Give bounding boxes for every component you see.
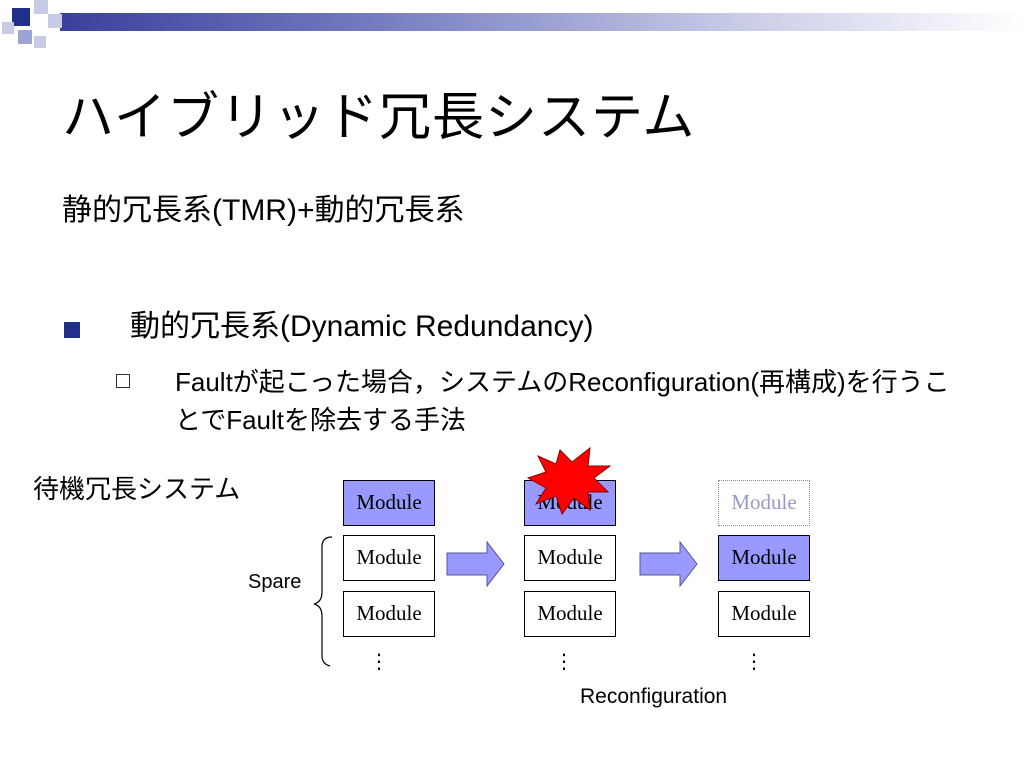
reconfig-arrow-1 — [446, 540, 505, 588]
sub-bullet-text: Faultが起こった場合，システムのReconfiguration(再構成)を行… — [175, 367, 950, 435]
standby-system-label: 待機冗長システム — [33, 474, 241, 504]
module-stage1-active: Module — [343, 480, 435, 526]
module-stage1-spare-1: Module — [343, 535, 435, 581]
header-square — [34, 36, 46, 48]
header-square — [12, 8, 30, 26]
module-stage2-spare-1: Module — [524, 535, 616, 581]
header-gradient-bar — [60, 13, 1024, 31]
spare-brace — [313, 536, 333, 667]
sub-bullet-box-icon — [116, 374, 130, 388]
header-square — [48, 14, 62, 28]
reconfiguration-label: Reconfiguration — [580, 685, 728, 708]
bullet-text: 動的冗長系(Dynamic Redundancy) — [130, 310, 594, 343]
bullet-square-icon — [64, 322, 80, 338]
module-stage1-spare-2: Module — [343, 591, 435, 637]
module-stage3-spare: Module — [718, 591, 810, 637]
header-square — [34, 0, 48, 14]
spare-label: Spare — [248, 571, 302, 593]
header-square — [18, 30, 32, 44]
ellipsis-stage3: ⋮ — [744, 651, 764, 673]
module-stage3-removed: Module — [718, 480, 810, 526]
slide-subtitle: 静的冗長系(TMR)+動的冗長系 — [62, 194, 465, 227]
failure-burst-icon — [526, 446, 612, 516]
module-stage2-spare-2: Module — [524, 591, 616, 637]
ellipsis-stage1: ⋮ — [369, 651, 389, 673]
header-decoration — [0, 0, 1024, 48]
ellipsis-stage2: ⋮ — [554, 651, 574, 673]
slide-title: ハイブリッド冗長システム — [62, 89, 696, 147]
header-square — [2, 22, 14, 34]
reconfig-arrow-2 — [639, 540, 698, 588]
module-stage3-active: Module — [718, 535, 810, 581]
